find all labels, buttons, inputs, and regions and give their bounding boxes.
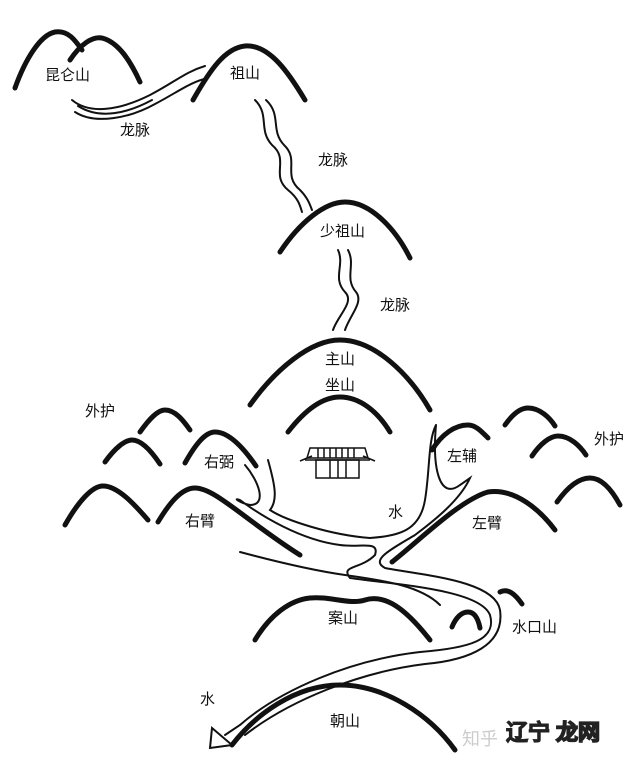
label-zuoshan: 坐山 (325, 376, 355, 394)
water-arrow-icon (208, 726, 235, 750)
label-vein-3: 龙脉 (380, 296, 410, 314)
dragon-vein-3b (344, 249, 360, 331)
label-water-out: 水 (200, 690, 215, 708)
label-shaozushan: 少祖山 (320, 222, 365, 240)
dragon-vein-2b (265, 99, 313, 211)
label-zuofu: 左辅 (447, 447, 477, 465)
dragon-vein-1b (74, 77, 209, 120)
anshan-mountain (252, 595, 433, 643)
shuikoushan-mountain (449, 609, 483, 631)
zuofu-mountain (429, 422, 491, 453)
label-zushan: 祖山 (230, 64, 260, 82)
watermark-faint: 知乎 (462, 729, 498, 750)
waihu-right-mountain-2 (529, 433, 589, 459)
label-youbi-arm: 右臂 (185, 512, 215, 530)
water-stream (224, 464, 493, 736)
chaoshan-mountain (229, 682, 458, 753)
label-water-mid: 水 (388, 503, 403, 521)
label-vein-2: 龙脉 (318, 151, 348, 169)
label-zhushan: 主山 (325, 350, 355, 368)
watermark-brand-red: 辽宁 (506, 720, 550, 746)
label-chaoshan: 朝山 (330, 712, 360, 730)
dragon-vein-2 (254, 99, 303, 213)
zuoshan-mountain (285, 394, 393, 435)
water-stream-3 (239, 551, 441, 606)
water-stream-2 (244, 424, 502, 736)
youbi-arm-mountain (155, 485, 303, 558)
waihu-right-mountain-3 (554, 475, 623, 508)
kunlun-mountain (12, 29, 85, 91)
waihu-right-mountain-1 (502, 405, 558, 429)
label-waihu-right: 外护 (594, 430, 624, 448)
shuikoushan-mountain-2 (497, 588, 525, 607)
label-zuobi-arm: 左臂 (472, 514, 502, 532)
waihu-left-mountain-3 (62, 483, 151, 528)
dragon-vein-1c (77, 99, 153, 115)
label-vein-1: 龙脉 (120, 121, 150, 139)
zushan-mountain (190, 43, 308, 103)
label-kunlun: 昆仑山 (45, 66, 90, 84)
youbi-mountain (182, 429, 259, 469)
shaozushan-mountain (277, 199, 413, 261)
label-youbi: 右弼 (204, 453, 234, 471)
kunlun-mountain-2 (67, 35, 143, 85)
dragon-vein-3 (332, 249, 350, 331)
dragon-vein-1 (71, 65, 206, 111)
zhushan-mountain (247, 337, 433, 413)
label-anshan: 案山 (328, 609, 358, 627)
label-shuikoushan: 水口山 (512, 618, 557, 636)
temple-house-icon (299, 447, 376, 479)
label-waihu-left: 外护 (85, 402, 115, 420)
waihu-left-mountain-1 (137, 407, 193, 435)
watermark-brand-white: 龙网 (556, 721, 600, 746)
zuobi-arm-mountain (389, 489, 558, 565)
waihu-left-mountain-2 (102, 437, 163, 467)
